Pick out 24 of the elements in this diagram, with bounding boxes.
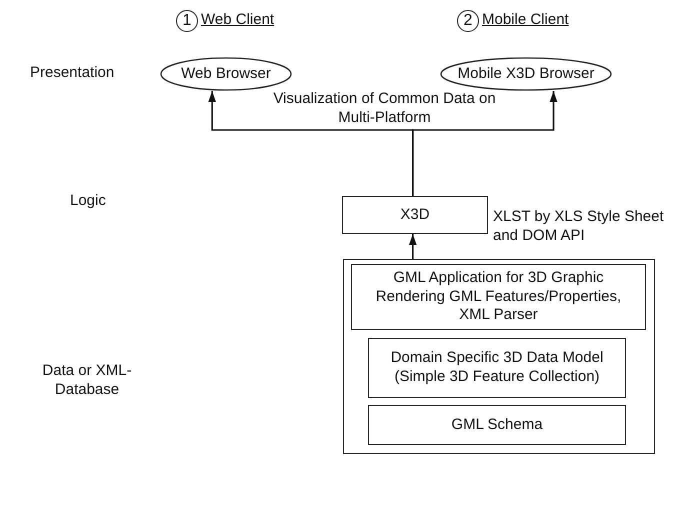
ellipse-node [440,57,612,91]
process-box [368,338,626,398]
circled-number: 2 [457,10,479,32]
process-box [368,405,626,445]
arrow [412,91,558,196]
client-heading: Web Client [201,11,274,30]
circled-number: 1 [176,10,198,32]
annotation: Visualization of Common Data on Multi-Platform [272,90,497,128]
arrow [408,234,417,259]
node-label: GML Schema [450,416,544,434]
container-box [343,259,655,454]
process-box [351,264,646,330]
annotation: XLST by XLS Style Sheet and DOM API [493,208,665,246]
process-box [342,196,488,234]
node-label: X3D [399,206,431,224]
client-heading: Mobile Client [482,11,569,30]
layer-label: Presentation [30,64,114,83]
ellipse-node [160,57,292,91]
node-label: Domain Specific 3D Data Model (Simple 3D Feature Collection) [390,349,604,387]
node-label: GML Application for 3D Graphic Rendering GML Features/Properties, XML Parser [374,268,622,326]
node-label: Web Browser [180,64,272,84]
layer-label: Data or XML-Database [41,362,133,400]
node-label: Mobile X3D Browser [456,64,596,84]
layer-label: Logic [70,192,106,211]
